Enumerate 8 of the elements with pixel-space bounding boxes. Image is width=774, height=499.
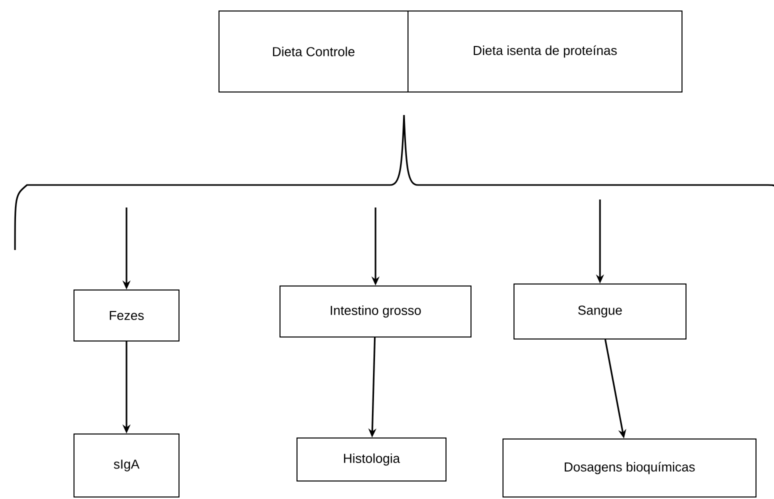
step-box: Dieta isenta de proteínas [408, 10, 682, 92]
step-box: Intestino grosso [280, 286, 472, 338]
step-box: sIgA [74, 434, 180, 498]
step-box: Histologia [296, 438, 446, 482]
step-box: Dieta Controle [218, 10, 408, 92]
step-box: Dosagens bioquímicas [502, 438, 756, 498]
step-box: Fezes [74, 290, 180, 342]
step-box: Sangue [514, 284, 686, 340]
